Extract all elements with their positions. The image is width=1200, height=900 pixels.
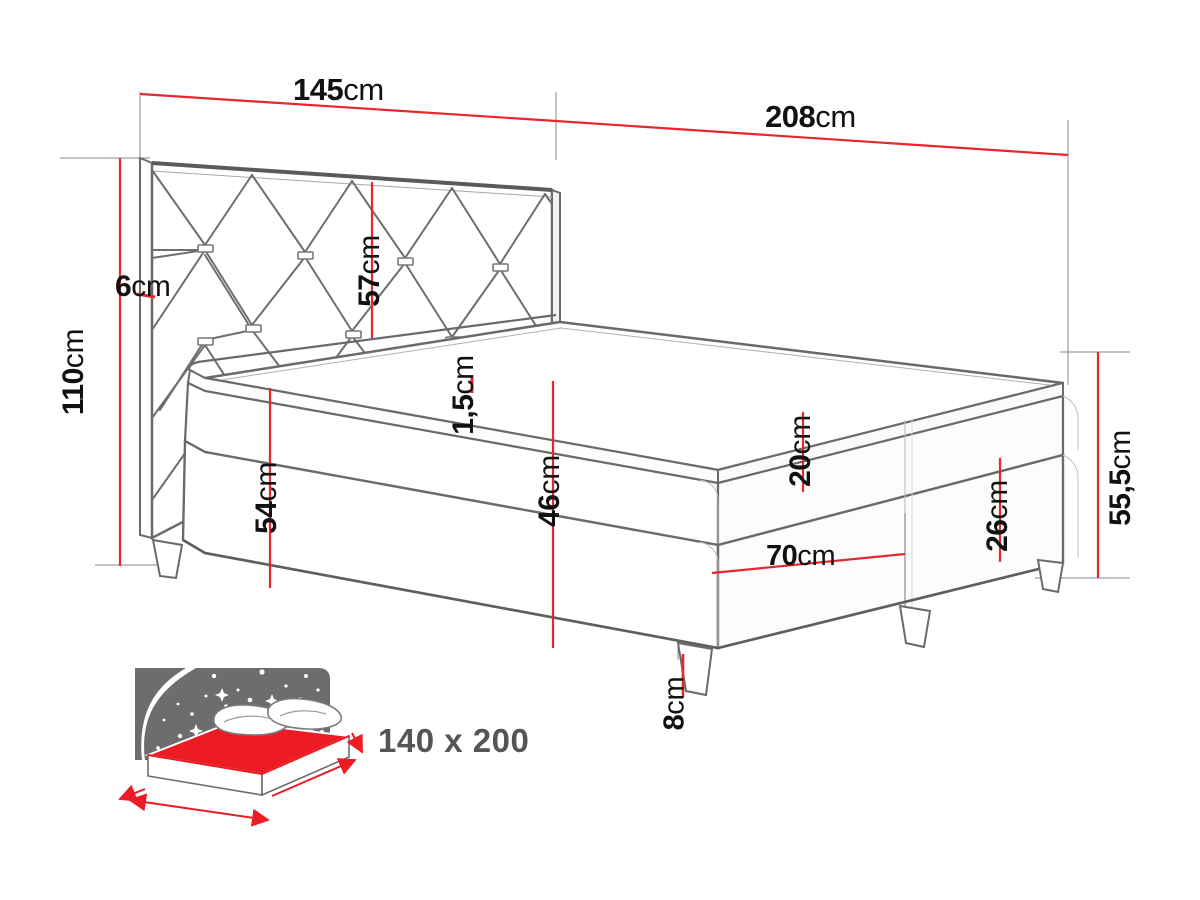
dim-label-26: 26cm bbox=[980, 480, 1014, 552]
dim-46-value: 46 bbox=[532, 494, 566, 527]
dim-208-line bbox=[555, 119, 1069, 157]
icon-arrow-width bbox=[118, 784, 146, 802]
dim-208-unit: cm bbox=[815, 99, 856, 134]
mattress-size-caption: 140 x 200 bbox=[378, 722, 530, 759]
dim-26-value: 26 bbox=[980, 519, 1014, 552]
dim-label-145: 145cm bbox=[293, 74, 384, 105]
dim-55-5-value: 55,5 bbox=[1103, 469, 1137, 526]
dim-55-5-unit: cm bbox=[1103, 430, 1137, 470]
dim-6-line bbox=[136, 292, 156, 299]
dim-110-unit: cm bbox=[57, 328, 91, 369]
dim-label-1-5: 1,5cm bbox=[446, 355, 480, 435]
icon-dimension-arrows bbox=[118, 732, 363, 827]
dim-20-value: 20 bbox=[783, 454, 817, 487]
dim-208-value: 208 bbox=[765, 99, 816, 134]
dim-70-line bbox=[711, 552, 906, 575]
dim-label-55-5: 55,5cm bbox=[1103, 430, 1137, 526]
dim-57-value: 57 bbox=[352, 274, 386, 307]
dim-26-unit: cm bbox=[980, 480, 1014, 520]
dim-70-value: 70 bbox=[766, 540, 798, 572]
dim-6-unit: cm bbox=[131, 270, 171, 303]
dim-1-5-value: 1,5 bbox=[446, 394, 480, 435]
pillows bbox=[213, 697, 343, 736]
dim-label-46: 46cm bbox=[532, 455, 566, 527]
dim-54-unit: cm bbox=[249, 462, 283, 502]
dim-46-unit: cm bbox=[532, 455, 566, 495]
mattress-size-icon bbox=[118, 668, 363, 827]
dim-label-110: 110cm bbox=[57, 328, 91, 416]
box-base bbox=[181, 418, 1079, 650]
dim-label-57: 57cm bbox=[352, 235, 386, 307]
dim-145-value: 145 bbox=[293, 72, 344, 107]
dim-70-unit: cm bbox=[797, 540, 836, 572]
dim-145-line bbox=[139, 92, 557, 123]
dimension-lines bbox=[118, 92, 1100, 697]
icon-arrow-bottom bbox=[128, 793, 270, 827]
dim-label-8: 8cm bbox=[658, 676, 691, 731]
dim-145-unit: cm bbox=[343, 72, 384, 107]
dim-label-6: 6cm bbox=[115, 272, 171, 302]
dim-20-unit: cm bbox=[783, 415, 817, 455]
dim-label-208: 208cm bbox=[765, 101, 856, 132]
dim-label-20: 20cm bbox=[783, 415, 817, 487]
icon-arrow-length bbox=[271, 758, 357, 797]
base-bottom-edge bbox=[182, 538, 1064, 650]
dim-57-unit: cm bbox=[352, 235, 386, 275]
dim-8-value: 8 bbox=[658, 714, 691, 731]
dim-label-54: 54cm bbox=[249, 462, 283, 534]
dim-110-value: 110 bbox=[57, 368, 91, 416]
dim-54-value: 54 bbox=[249, 501, 283, 534]
mattress-body bbox=[144, 720, 353, 797]
dim-6-value: 6 bbox=[115, 270, 132, 303]
bed-legs bbox=[151, 538, 1065, 697]
dim-8-unit: cm bbox=[658, 676, 691, 715]
dim-label-70: 70cm bbox=[766, 540, 836, 572]
dim-1-5-unit: cm bbox=[446, 355, 480, 395]
icon-arrow-corner bbox=[346, 732, 363, 754]
